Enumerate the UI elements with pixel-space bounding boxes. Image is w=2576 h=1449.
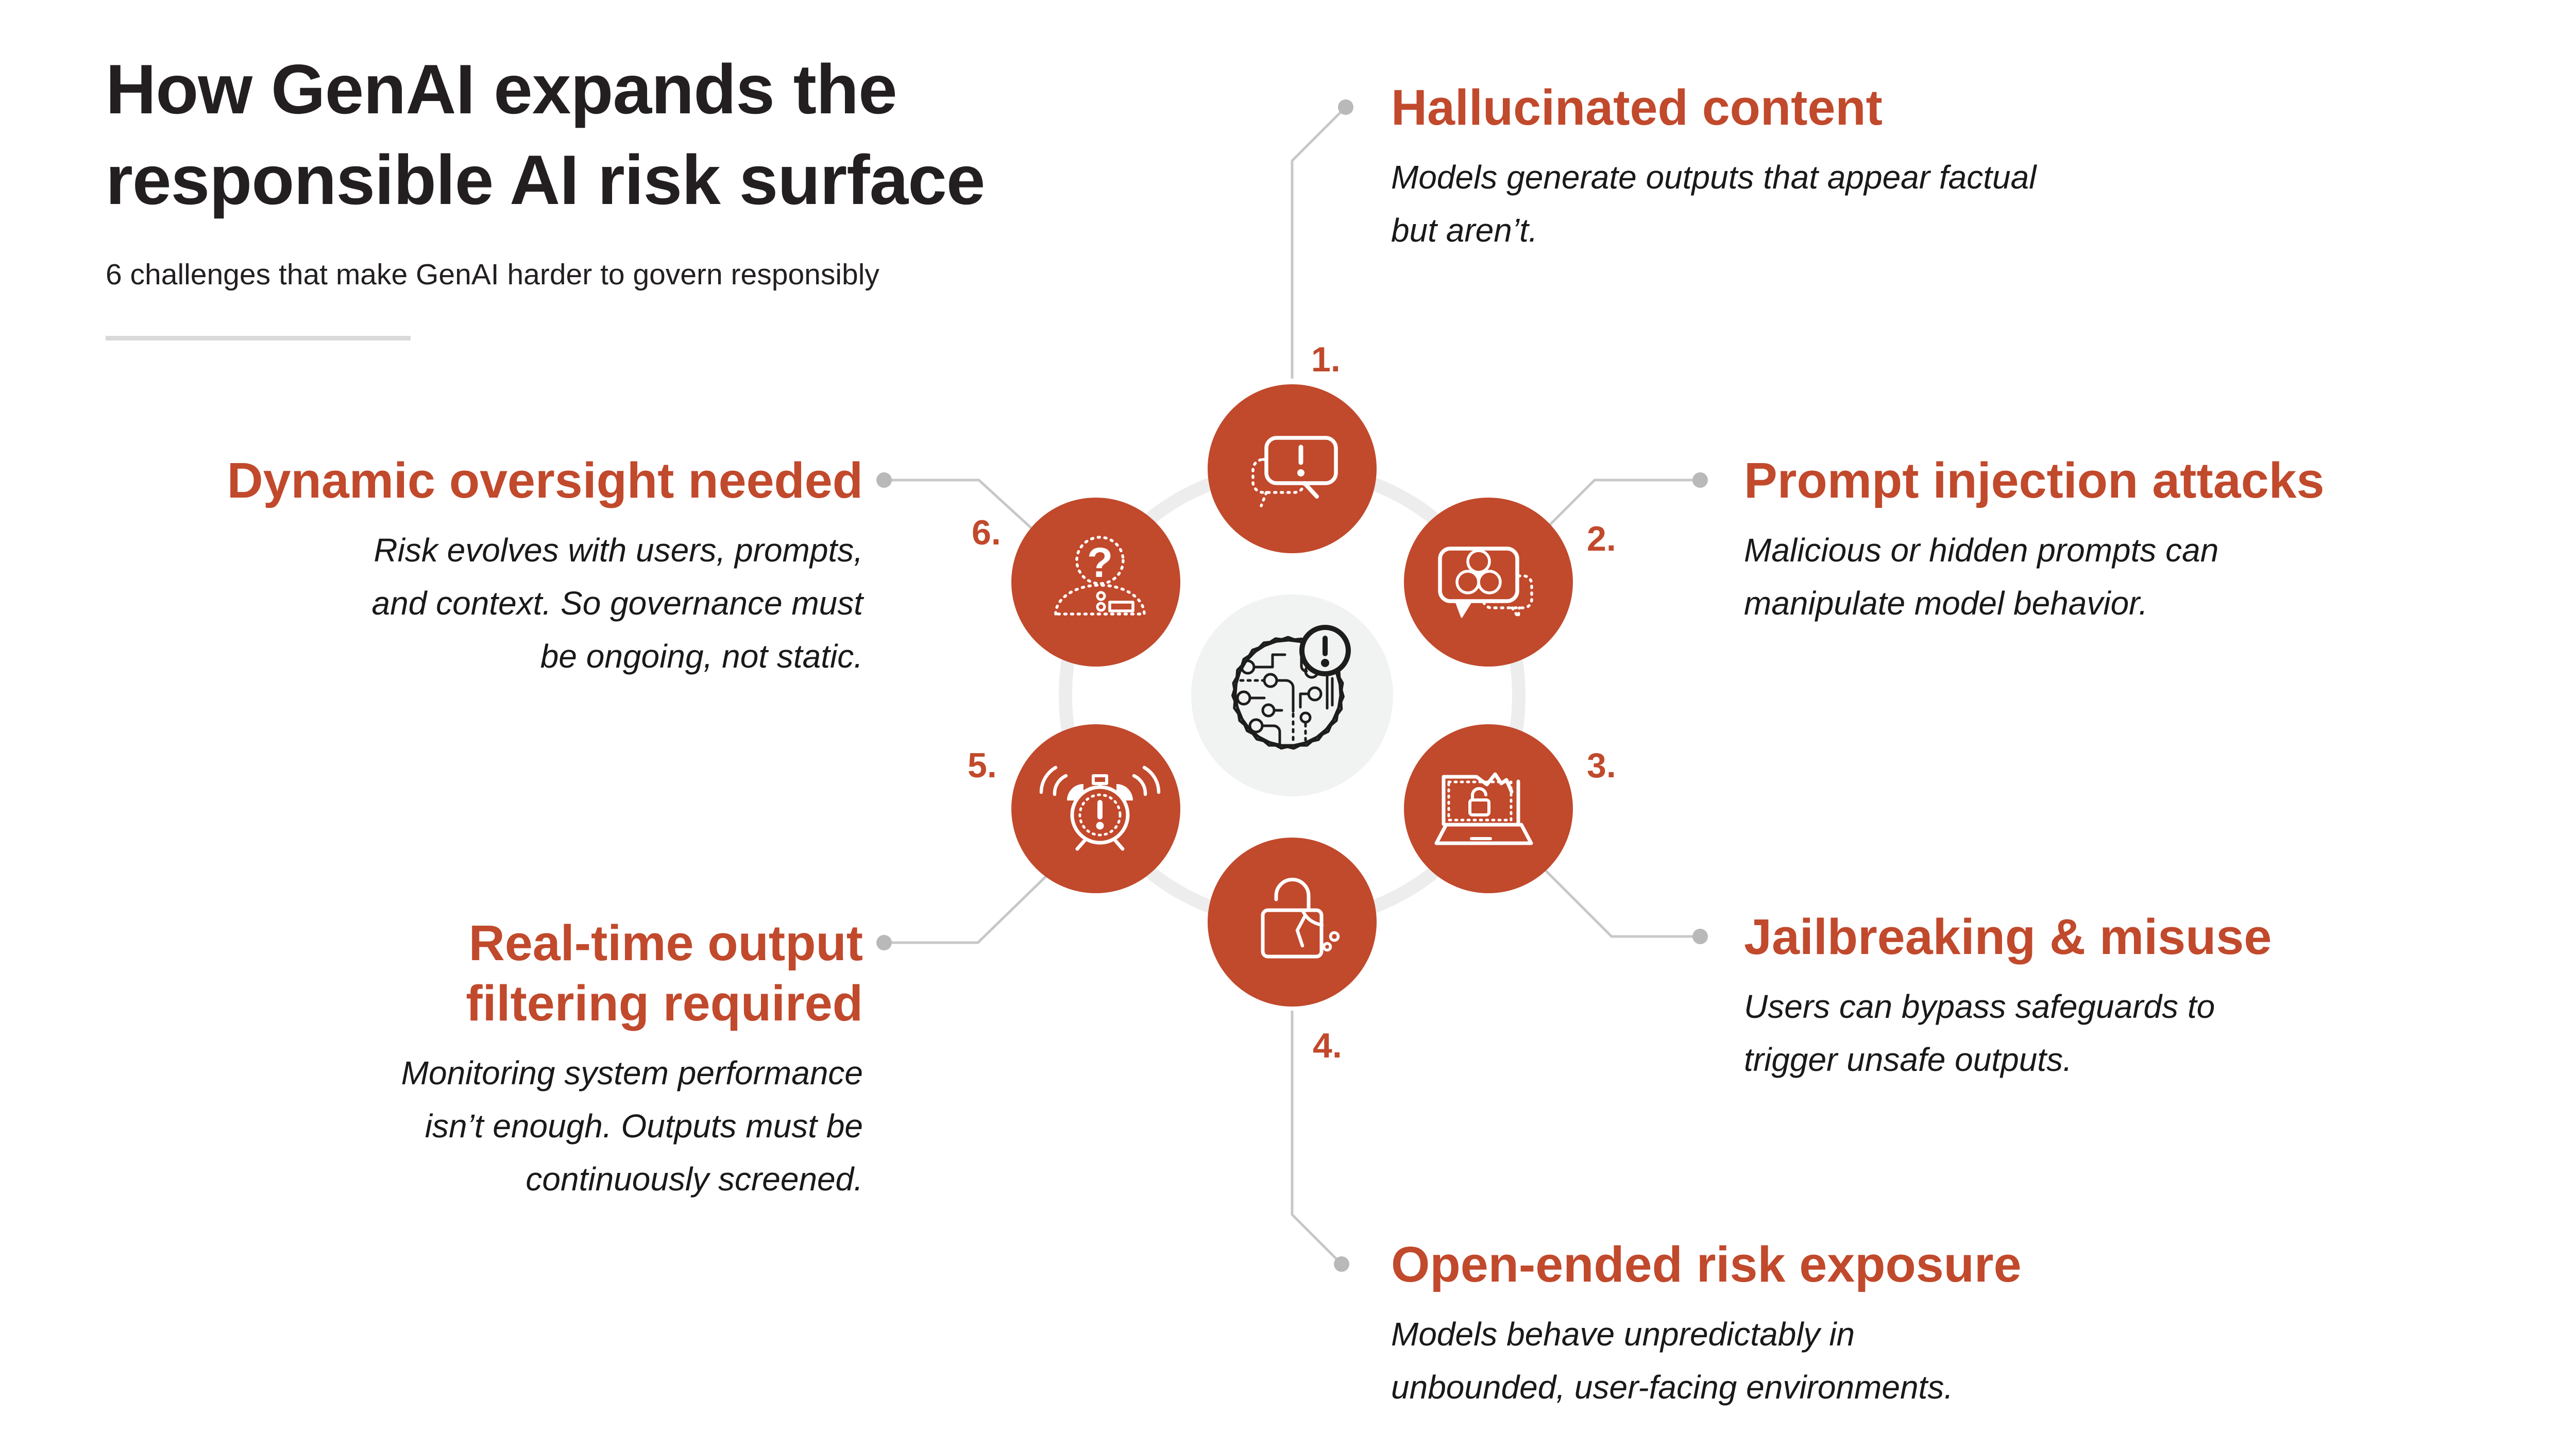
- connector-dot-3: [1692, 929, 1708, 944]
- risk-node-1: [1208, 384, 1377, 553]
- callout-open-ended-risk: Open-ended risk exposure Models behave u…: [1391, 1234, 2022, 1414]
- callout-title: Prompt injection attacks: [1744, 452, 2325, 508]
- connector-dot-6: [876, 472, 892, 488]
- callout-body-line: Models generate outputs that appear fact…: [1391, 159, 2037, 196]
- connector-line-3: [1544, 868, 1700, 938]
- connector-dot-2: [1692, 472, 1708, 488]
- callout-body: Malicious or hidden prompts can manipula…: [1744, 524, 2325, 630]
- callout-title-line: filtering required: [466, 975, 863, 1031]
- callout-body: Models generate outputs that appear fact…: [1391, 151, 2036, 257]
- callout-title-line: Real-time output: [468, 915, 863, 971]
- risk-nodes: ?: [1011, 384, 1573, 1007]
- header: How GenAI expands the responsible AI ris…: [106, 44, 985, 225]
- callout-title: Jailbreaking & misuse: [1744, 909, 2272, 965]
- connector-dots: [876, 99, 1708, 1272]
- connector-dot-5: [876, 935, 892, 950]
- callout-body-line: unbounded, user-facing environments.: [1391, 1369, 1954, 1406]
- page-subtitle: 6 challenges that make GenAI harder to g…: [106, 258, 879, 291]
- chat-warning-icon: [1251, 436, 1338, 507]
- connector-line-5: [884, 868, 1055, 944]
- page-title-line-1: How GenAI expands the: [106, 50, 897, 128]
- callout-body-line: trigger unsafe outputs.: [1744, 1041, 2072, 1078]
- connector-line-1: [1291, 106, 1347, 379]
- step-number-4: 4.: [1313, 1026, 1342, 1065]
- chat-biohazard-icon: [1438, 547, 1533, 619]
- alarm-clock-icon: [1039, 765, 1161, 851]
- risk-node-5: [1011, 724, 1180, 893]
- connector-dot-1: [1338, 99, 1353, 115]
- callout-body-line: Risk evolves with users, prompts,: [374, 532, 863, 569]
- callout-body-line: continuously screened.: [526, 1161, 863, 1198]
- connector-line-4: [1291, 1011, 1343, 1265]
- person-question-icon: ?: [1054, 536, 1146, 616]
- callout-body-line: Monitoring system performance: [401, 1054, 863, 1092]
- callout-body-line: Malicious or hidden prompts can: [1744, 532, 2219, 569]
- step-number-2: 2.: [1587, 519, 1616, 558]
- callout-body-line: Users can bypass safeguards to: [1744, 988, 2215, 1025]
- ai-circuit-alert-icon: [1231, 625, 1351, 750]
- connector-dot-4: [1334, 1256, 1349, 1272]
- connector-line-6: [884, 479, 1053, 548]
- callout-body-line: and context. So governance must: [371, 585, 863, 622]
- callout-body: Models behave unpredictably in unbounded…: [1391, 1308, 2022, 1414]
- step-number-6: 6.: [972, 513, 1001, 552]
- laptop-unlocked-icon: [1434, 772, 1533, 845]
- callout-body: Risk evolves with users, prompts, and co…: [227, 524, 863, 683]
- risk-node-4: [1208, 838, 1377, 1007]
- callout-prompt-injection: Prompt injection attacks Malicious or hi…: [1744, 450, 2325, 630]
- padlock-broken-icon: [1261, 878, 1340, 959]
- callout-jailbreaking: Jailbreaking & misuse Users can bypass s…: [1744, 907, 2272, 1086]
- callout-title: Dynamic oversight needed: [227, 452, 863, 508]
- risk-node-3: [1404, 724, 1573, 893]
- callout-body-line: be ongoing, not static.: [540, 638, 863, 675]
- title-divider: [106, 336, 411, 340]
- step-number-5: 5.: [968, 746, 997, 785]
- connector-line-2: [1537, 479, 1700, 538]
- question-glyph: ?: [1087, 539, 1113, 586]
- callout-hallucinated-content: Hallucinated content Models generate out…: [1391, 77, 2036, 257]
- callout-realtime-filtering: Real-time output filtering required Moni…: [401, 913, 863, 1206]
- callout-body-line: isn’t enough. Outputs must be: [425, 1107, 863, 1145]
- callout-title: Open-ended risk exposure: [1391, 1236, 2022, 1292]
- connector-lines: [884, 106, 1700, 1265]
- callout-dynamic-oversight: Dynamic oversight needed Risk evolves wi…: [227, 450, 863, 683]
- risk-node-6: ?: [1011, 498, 1180, 667]
- page-title-line-2: responsible AI risk surface: [106, 141, 985, 219]
- callout-body-line: Models behave unpredictably in: [1391, 1316, 1855, 1353]
- step-number-1: 1.: [1311, 340, 1341, 379]
- step-number-3: 3.: [1587, 746, 1616, 785]
- callout-body: Users can bypass safeguards to trigger u…: [1744, 980, 2272, 1086]
- callout-body-line: but aren’t.: [1391, 212, 1538, 249]
- callout-body-line: manipulate model behavior.: [1744, 585, 2148, 622]
- callout-body: Monitoring system performance isn’t enou…: [401, 1047, 863, 1206]
- risk-node-2: [1404, 498, 1573, 667]
- callout-title: Hallucinated content: [1391, 79, 1883, 135]
